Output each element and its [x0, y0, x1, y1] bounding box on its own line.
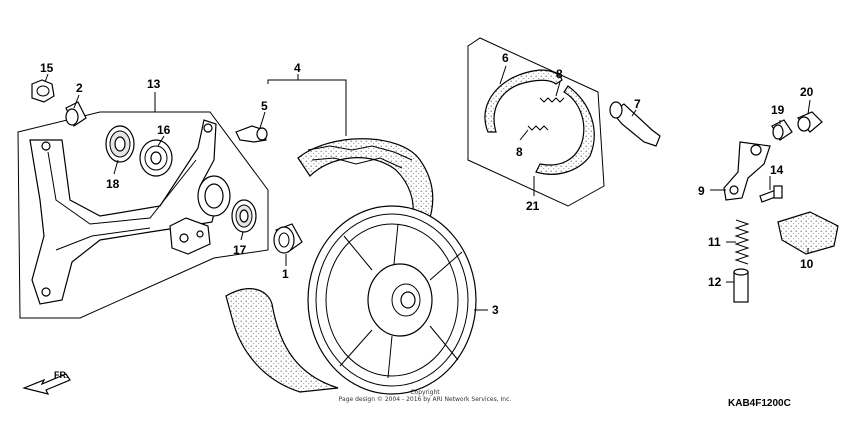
leader-lines — [44, 65, 811, 311]
part-6-brake-shoe — [484, 69, 563, 133]
direction-label: FR. — [54, 370, 69, 380]
swing-arm — [29, 119, 231, 305]
callout-19: 19 — [771, 103, 785, 117]
callout-4: 4 — [294, 61, 301, 75]
callout-20: 20 — [800, 85, 814, 99]
part-12-pin — [733, 268, 749, 303]
callout-16: 16 — [157, 123, 171, 137]
part-8-spring-lower — [527, 125, 549, 131]
callout-2: 2 — [76, 81, 83, 95]
diagram-code: KAB4F1200C — [728, 398, 791, 409]
part-9-brake-arm — [723, 141, 771, 201]
part-20-nut — [797, 111, 823, 133]
callout-1: 1 — [282, 267, 289, 281]
part-19-collar — [771, 119, 793, 141]
copyright-line2: Page design © 2004 - 2016 by ARI Network… — [339, 396, 512, 403]
callout-8: 8 — [556, 67, 563, 81]
part-5-valve — [235, 125, 268, 143]
callout-8-lower: 8 — [516, 145, 523, 159]
callout-14: 14 — [770, 163, 784, 177]
group-box-21 — [467, 37, 605, 207]
callout-6: 6 — [502, 51, 509, 65]
callout-15: 15 — [40, 61, 54, 75]
part-2-collar — [65, 101, 87, 127]
callout-9: 9 — [698, 184, 705, 198]
copyright-line1: Copyright — [410, 389, 440, 396]
callout-18: 18 — [106, 177, 120, 191]
callout-13: 13 — [147, 77, 161, 91]
callout-7: 7 — [634, 97, 641, 111]
part-17-seal — [231, 199, 257, 233]
part-18-bearing — [105, 125, 135, 163]
callout-3: 3 — [492, 303, 499, 317]
part-1-collar — [273, 223, 303, 254]
part-7-brake-cam — [609, 101, 661, 147]
callout-17: 17 — [233, 243, 247, 257]
part-10-rubber — [777, 211, 839, 255]
part-11-spring — [734, 219, 750, 265]
part-3-wheel — [307, 205, 477, 395]
callouts: 1 2 3 4 5 6 7 8 8 9 10 11 12 13 14 15 16… — [40, 51, 814, 317]
part-8-spring — [539, 97, 565, 103]
tire-section — [225, 288, 339, 393]
callout-10: 10 — [800, 257, 814, 271]
group-box-13 — [17, 111, 269, 319]
callout-5: 5 — [261, 99, 268, 113]
front-direction-arrow: FR. — [22, 370, 71, 395]
callout-12: 12 — [708, 275, 722, 289]
callout-21: 21 — [526, 199, 540, 213]
brake-shoe-right — [535, 85, 595, 175]
callout-11: 11 — [708, 235, 721, 249]
part-15-nut — [31, 79, 55, 103]
part-14-bolt — [759, 185, 783, 203]
part-16-bearing — [139, 139, 173, 177]
